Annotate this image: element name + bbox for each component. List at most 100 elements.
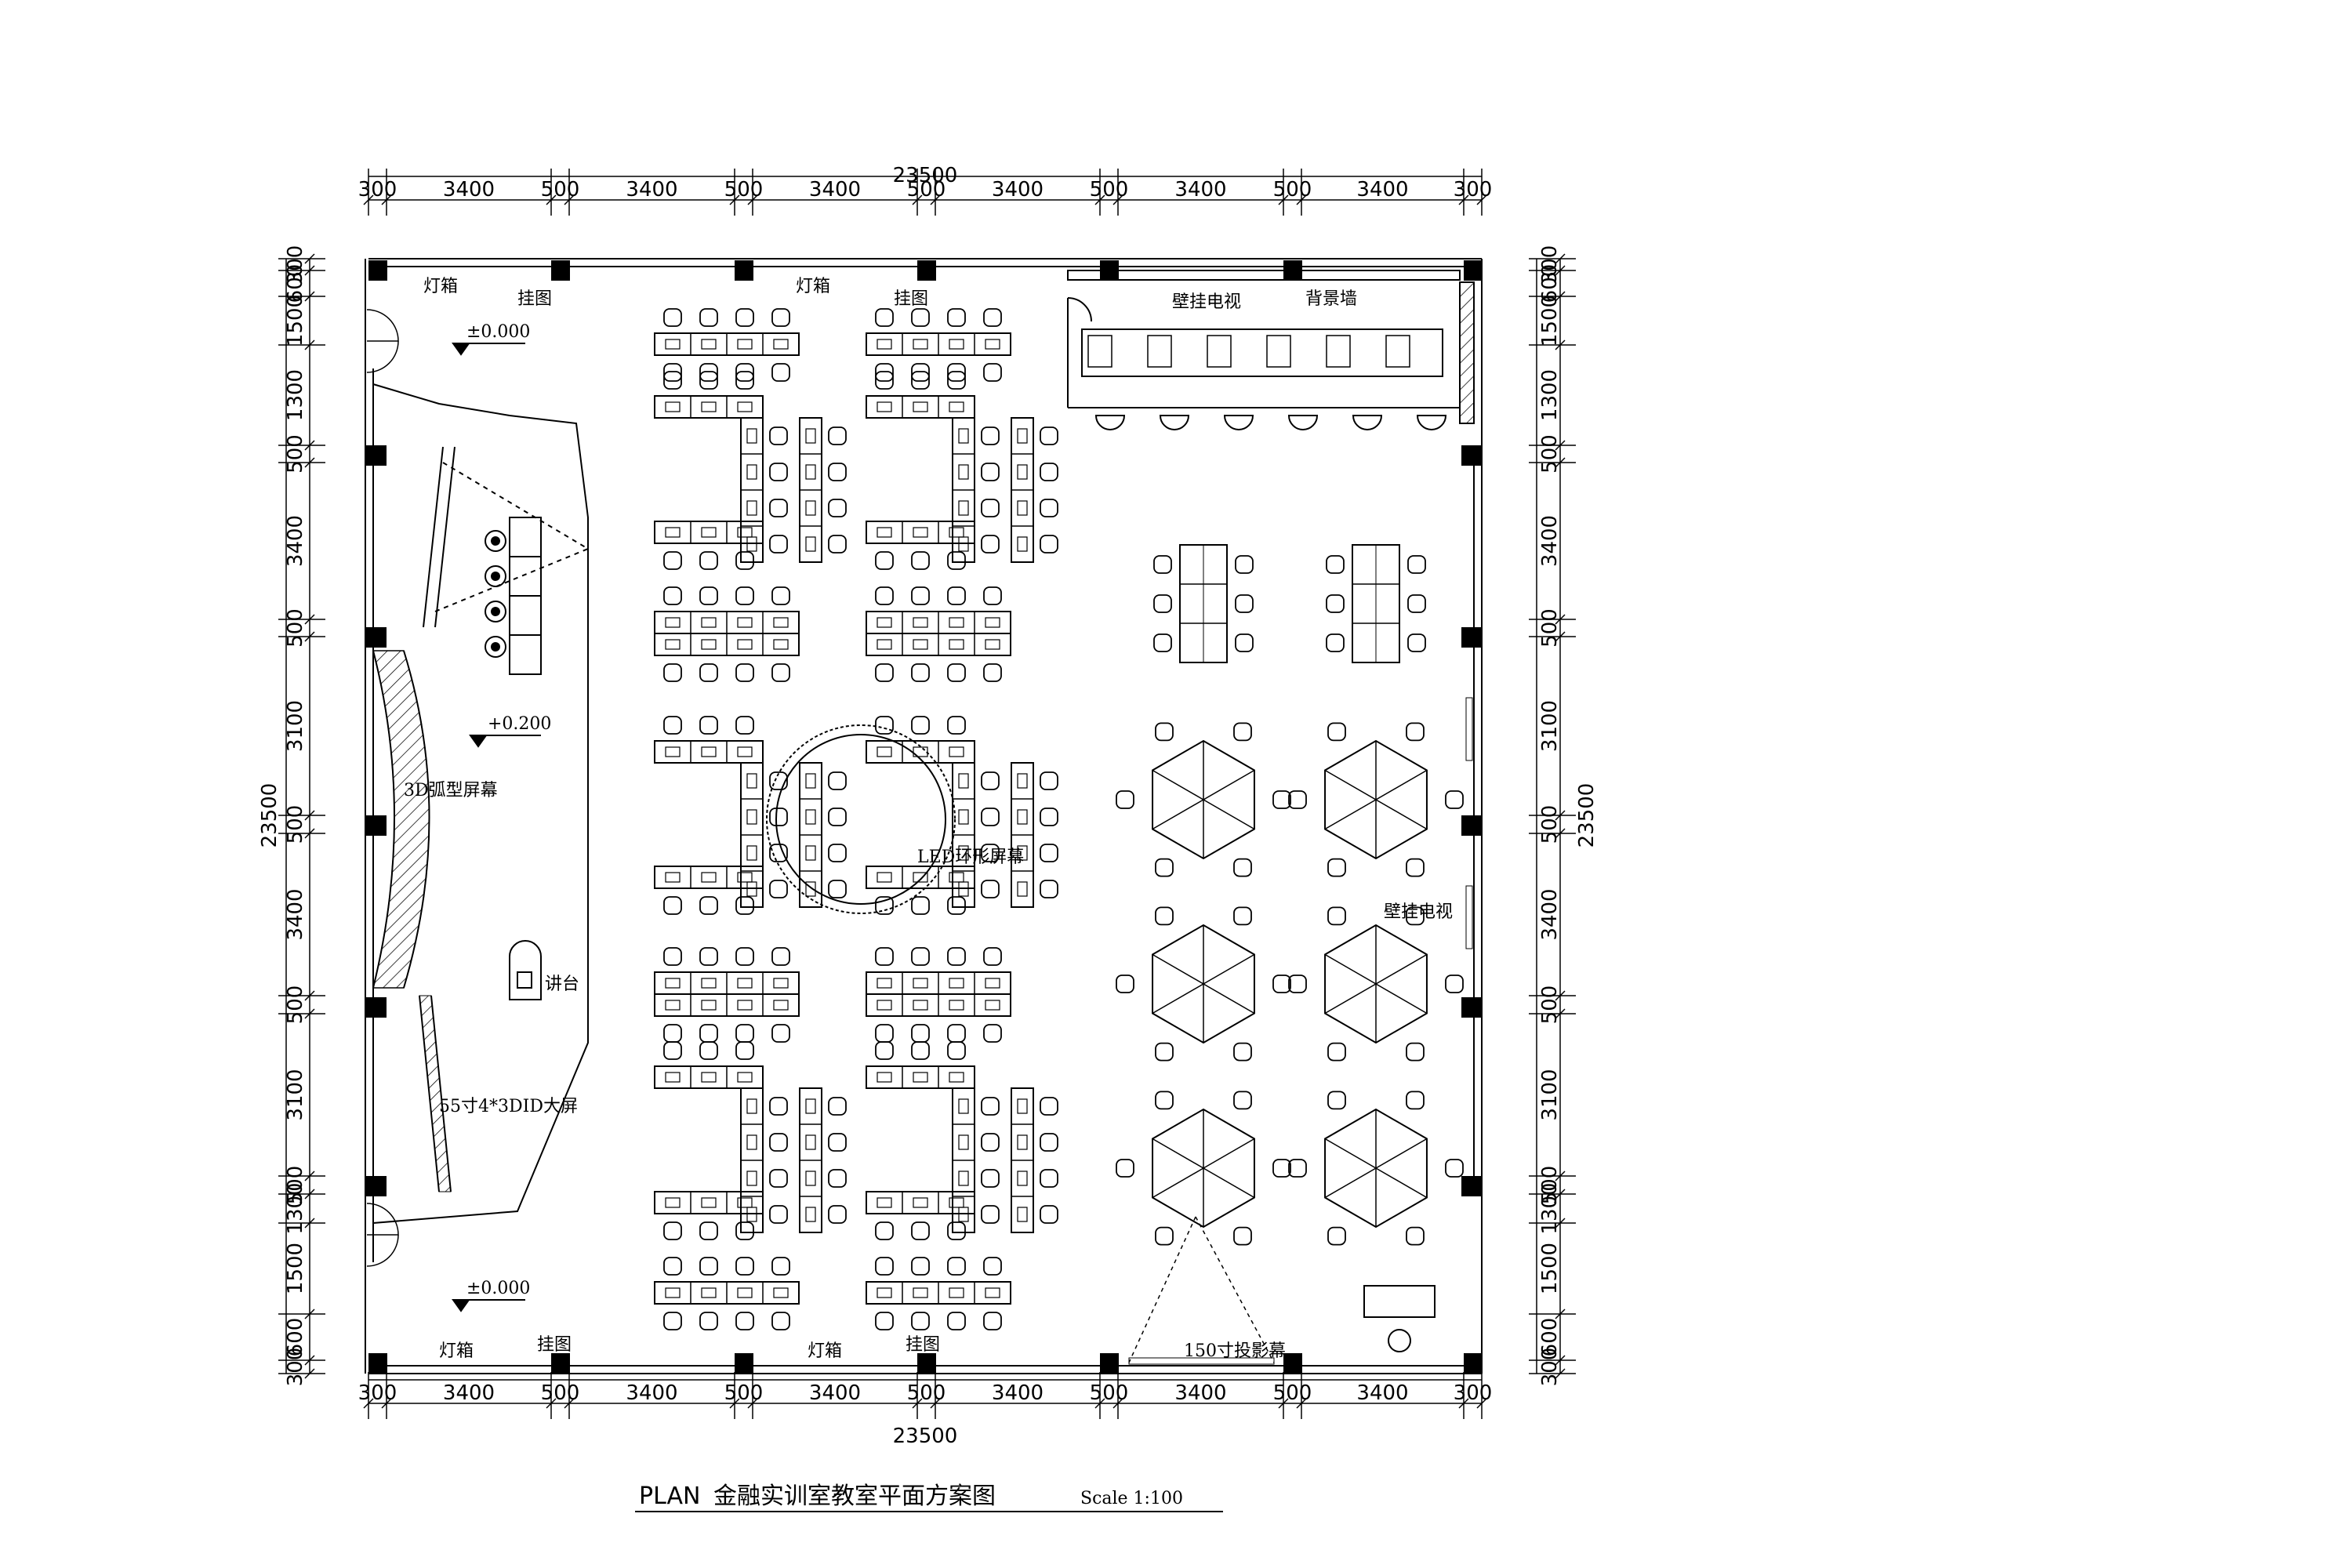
chair (1153, 555, 1172, 574)
chair (947, 586, 966, 605)
chair (828, 880, 847, 898)
stage-chair-seat (491, 572, 500, 581)
dim-left-0: 300 (284, 245, 307, 285)
column-bottom-5 (1283, 1353, 1302, 1374)
chair (769, 844, 788, 862)
chair (947, 1221, 966, 1240)
overall-dim-bottom: 23500 (893, 1425, 958, 1448)
desk-row (654, 866, 764, 889)
dim-left-4: 500 (284, 434, 307, 474)
chair (735, 586, 754, 605)
chair (769, 1133, 788, 1152)
monitor (805, 881, 816, 897)
chair (663, 1312, 682, 1330)
chair (947, 1257, 966, 1276)
dim-bottom-11: 3400 (1356, 1381, 1408, 1405)
monitor (1207, 335, 1232, 368)
chair (911, 716, 930, 735)
chair (769, 771, 788, 790)
chair (828, 535, 847, 554)
dimension-lines (278, 169, 1576, 1419)
chair (735, 1024, 754, 1043)
chair (771, 308, 790, 327)
monitor (958, 464, 969, 480)
column-bottom-1 (551, 1353, 570, 1374)
monitor (805, 500, 816, 516)
dim-bottom-1: 3400 (443, 1381, 495, 1405)
chair (1040, 808, 1058, 826)
overall-dim-left: 23500 (258, 783, 281, 848)
monitor (701, 978, 717, 989)
dim-bottom-12: 300 (1454, 1381, 1493, 1405)
column-left-0 (366, 445, 387, 466)
monitor (1017, 1207, 1028, 1222)
label-curved-screen: 3D弧型屏幕 (404, 781, 498, 800)
chair (699, 947, 718, 966)
monitor (913, 1287, 928, 1298)
chair (983, 363, 1002, 382)
monitor (737, 746, 753, 757)
monitor (985, 617, 1000, 628)
monitor (949, 978, 964, 989)
monitor (913, 1197, 928, 1208)
chair (1094, 415, 1126, 430)
projector-cone (1128, 1216, 1275, 1363)
column-bottom-6 (1464, 1353, 1483, 1374)
chair (947, 716, 966, 735)
hexagon-group-table (1116, 1091, 1291, 1246)
chair (771, 947, 790, 966)
chair (1326, 594, 1345, 613)
chair (947, 363, 966, 382)
monitor (665, 339, 681, 350)
monitor (913, 527, 928, 538)
chair (769, 1205, 788, 1224)
dim-left-8: 500 (284, 805, 307, 844)
chair (1153, 633, 1172, 652)
chair (735, 1257, 754, 1276)
monitor (805, 1207, 816, 1222)
monitor (701, 339, 717, 350)
straight-desk-cluster (654, 947, 800, 1043)
monitor (701, 401, 717, 412)
dim-top-1: 3400 (443, 178, 495, 201)
column-right-2 (1461, 815, 1482, 836)
label-hanging-chart-3: 挂图 (537, 1335, 572, 1355)
dim-left-7: 3100 (284, 700, 307, 752)
chair (947, 896, 966, 915)
dim-bottom-10: 500 (1273, 1381, 1312, 1405)
hexagon-group-table (1288, 906, 1464, 1062)
chair (769, 1169, 788, 1188)
monitor (877, 401, 892, 412)
chair (771, 363, 790, 382)
door-bottom-left (366, 1203, 399, 1267)
monitor (877, 978, 892, 989)
monitor (949, 1000, 964, 1011)
chair (1235, 594, 1254, 613)
column-bottom-3 (917, 1353, 936, 1374)
monitor (913, 872, 928, 883)
label-level-top: ±0.000 (466, 322, 530, 342)
column-right-0 (1461, 445, 1482, 466)
monitor (773, 1287, 789, 1298)
dim-top-3: 3400 (626, 178, 677, 201)
monitor (737, 617, 753, 628)
chair (1272, 1159, 1291, 1178)
back-wall-workstations (1087, 335, 1447, 430)
chair (735, 896, 754, 915)
chair (699, 1221, 718, 1240)
chair (735, 1312, 754, 1330)
chair (699, 308, 718, 327)
straight-desk-cluster (866, 947, 1011, 1043)
chair (699, 663, 718, 682)
dim-top-5: 3400 (809, 178, 861, 201)
dim-bottom-6: 500 (907, 1381, 946, 1405)
monitor (949, 1072, 964, 1083)
desk-row (654, 740, 764, 764)
monitor (877, 1287, 892, 1298)
desk-row (866, 1065, 975, 1089)
dim-top-7: 3400 (992, 178, 1044, 201)
monitor (737, 978, 753, 989)
u-desk-cluster (654, 1041, 847, 1240)
chair (875, 1041, 894, 1060)
monitor (737, 339, 753, 350)
